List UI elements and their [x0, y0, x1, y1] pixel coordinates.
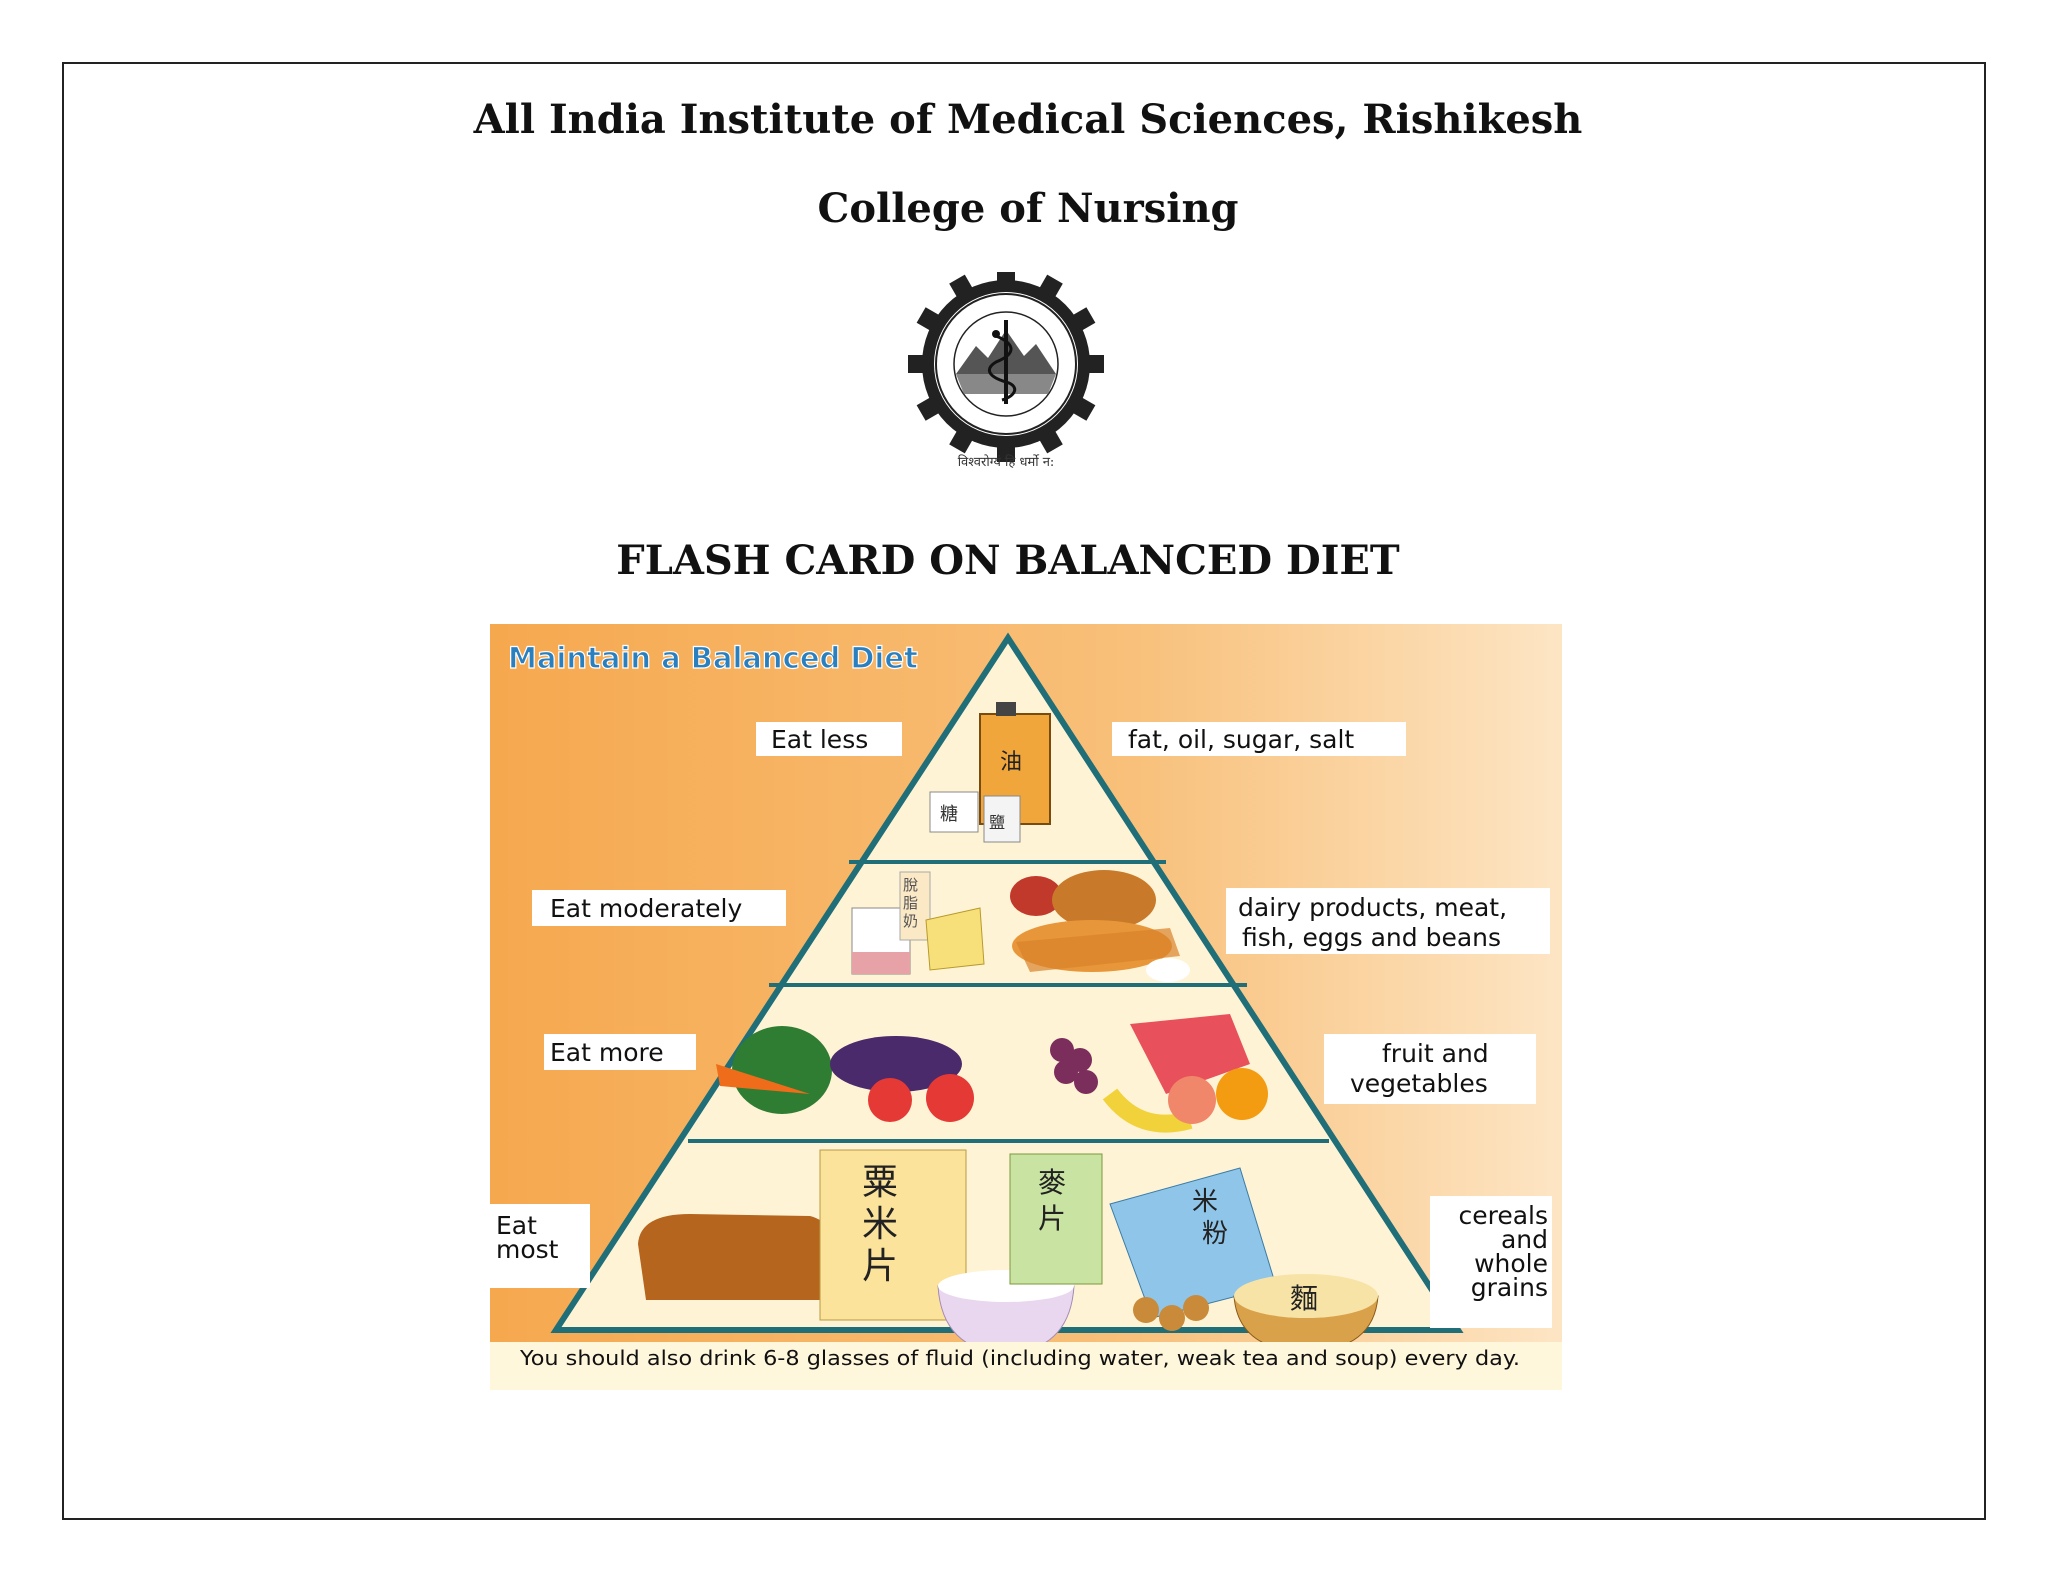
- fruit-veg-label-line-1: fruit and: [1382, 1039, 1489, 1068]
- cereal-char-3: 片: [862, 1246, 898, 1287]
- oil-char: 油: [1000, 750, 1022, 775]
- tier-3-labels: Eat more fruit and vegetables: [544, 1034, 1536, 1104]
- dairy-meat-fish-illustration: 脫 脂 奶: [851, 870, 1190, 982]
- fruit-veg-label-line-2: vegetables: [1350, 1069, 1488, 1098]
- food-pyramid: [550, 632, 1464, 1333]
- college-name: College of Nursing: [817, 185, 1239, 232]
- eat-moderately-label: Eat moderately: [550, 894, 742, 923]
- cereal-char-2: 米: [862, 1204, 898, 1245]
- cereals-label-line-1: cereals: [1458, 1201, 1548, 1230]
- fruit-vegetable-illustration: [716, 1014, 1268, 1133]
- eat-more-label: Eat more: [550, 1038, 664, 1067]
- milk-char-3: 奶: [903, 912, 918, 930]
- tier-1-labels: Eat less fat, oil, sugar, salt: [756, 722, 1406, 756]
- logo-gear: [908, 272, 1104, 462]
- institute-name: All India Institute of Medical Sciences,…: [473, 96, 1583, 143]
- poster-footer-bg: [490, 1342, 1562, 1390]
- poster-title: Maintain a Balanced Diet: [508, 641, 918, 675]
- fat-oil-sugar-salt-label: fat, oil, sugar, salt: [1128, 725, 1354, 754]
- oats-char-1: 麥: [1038, 1166, 1066, 1199]
- eat-most-label-line-2: most: [496, 1235, 559, 1264]
- rice-flour-char-2: 粉: [1202, 1219, 1228, 1249]
- cereals-label-line-3: whole: [1474, 1249, 1548, 1278]
- milk-char-2: 脂: [903, 894, 918, 912]
- cereals-label-line-4: grains: [1471, 1273, 1548, 1302]
- tier-4-labels: Eat most cereals and whole grains: [490, 1196, 1552, 1328]
- tier-2-labels: Eat moderately dairy products, meat, fis…: [532, 888, 1550, 954]
- dairy-label-line-1: dairy products, meat,: [1238, 893, 1507, 922]
- logo-motto: विश्वरोग्यं हि धर्मो न:: [958, 454, 1055, 470]
- cereals-label-line-2: and: [1501, 1225, 1548, 1254]
- dairy-label-line-2: fish, eggs and beans: [1242, 923, 1501, 952]
- oil-sugar-salt-illustration: 油 糖 鹽: [929, 702, 1051, 843]
- eat-less-label: Eat less: [771, 725, 868, 754]
- page-border: [62, 62, 1986, 1520]
- noodle-char: 麵: [1290, 1282, 1318, 1315]
- fluid-intake-note: You should also drink 6-8 glasses of flu…: [519, 1346, 1520, 1370]
- balanced-diet-poster: 油 糖 鹽 脫 脂 奶: [490, 624, 1562, 1390]
- rice-flour-char-1: 米: [1192, 1187, 1218, 1217]
- eat-most-label-line-1: Eat: [496, 1211, 537, 1240]
- milk-char-1: 脫: [903, 876, 918, 894]
- oats-char-2: 片: [1038, 1202, 1066, 1235]
- cereal-char-1: 粟: [862, 1162, 898, 1203]
- flash-card-title: FLASH CARD ON BALANCED DIET: [616, 537, 1400, 584]
- sugar-char: 糖: [940, 804, 958, 825]
- aiims-logo: विश्वरोग्यं हि धर्मो न:: [908, 272, 1104, 470]
- salt-char: 鹽: [989, 813, 1005, 832]
